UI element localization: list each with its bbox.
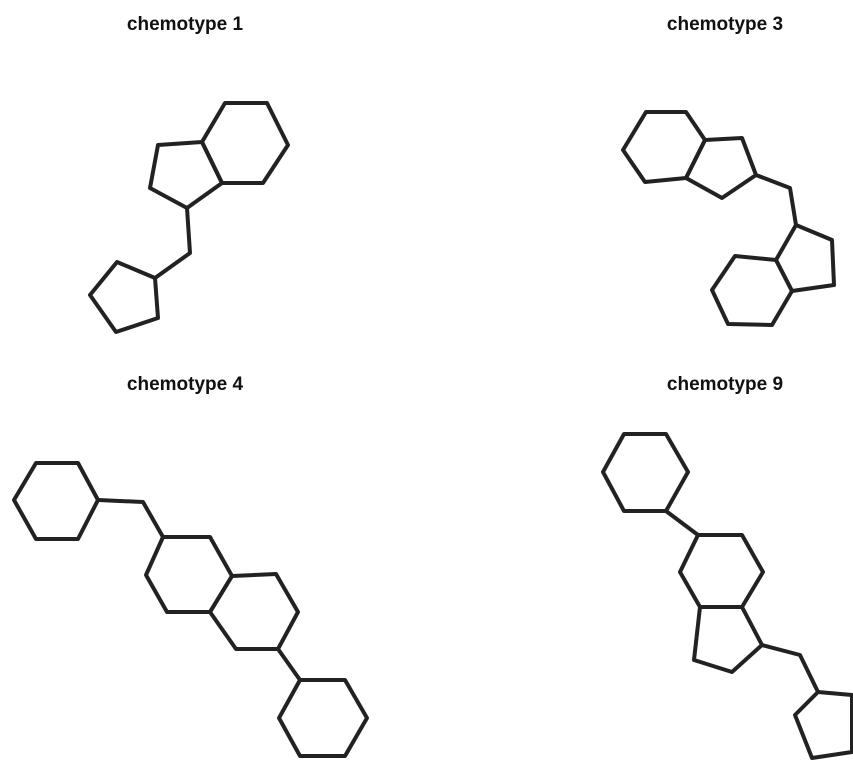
chemotype-3-bottom-five-ring [774, 223, 836, 293]
chemotype-3-top-hexagon-ring [621, 110, 707, 184]
chemotype-9-cyclopentane-ring [793, 690, 853, 760]
chemotype-4-linker [96, 498, 165, 539]
chemotype-4-structure [12, 461, 369, 758]
chemotype-4-left-hexagon-ring [12, 461, 100, 541]
chemotype-3-label: chemotype 3 [666, 14, 784, 35]
chemotype-4-bond-to-right-ring [276, 647, 302, 682]
chemotype-4-label: chemotype 4 [126, 374, 244, 395]
chemotype-3-bottom-hexagon-ring [710, 254, 794, 327]
chemotype-1-cyclopentane-ring [88, 260, 160, 334]
chemotype-9-linker [760, 643, 820, 694]
chemotype-1-structure [88, 101, 290, 334]
chemotype-9-top-hexagon-ring [601, 432, 690, 513]
chemotype-9-bond-to-middle-ring [664, 509, 700, 537]
chemotype-9-five-ring [692, 605, 764, 674]
chemotype-4-middle-hexagon-ring-b [208, 572, 300, 651]
chemotype-3-linker [754, 173, 798, 227]
chemotype-9-structure [601, 432, 853, 760]
chemotype-3-structure [621, 110, 836, 327]
chemotype-1-linker [153, 206, 192, 280]
chemotype-4-right-hexagon-ring [277, 678, 369, 758]
chemotype-3-top-five-ring [684, 136, 758, 200]
chemotype-9-middle-hexagon-ring [678, 533, 765, 609]
chemotype-9-label: chemotype 9 [666, 374, 784, 395]
chemotype-1-label: chemotype 1 [126, 14, 244, 35]
chemotype-1-five-ring [148, 140, 224, 210]
